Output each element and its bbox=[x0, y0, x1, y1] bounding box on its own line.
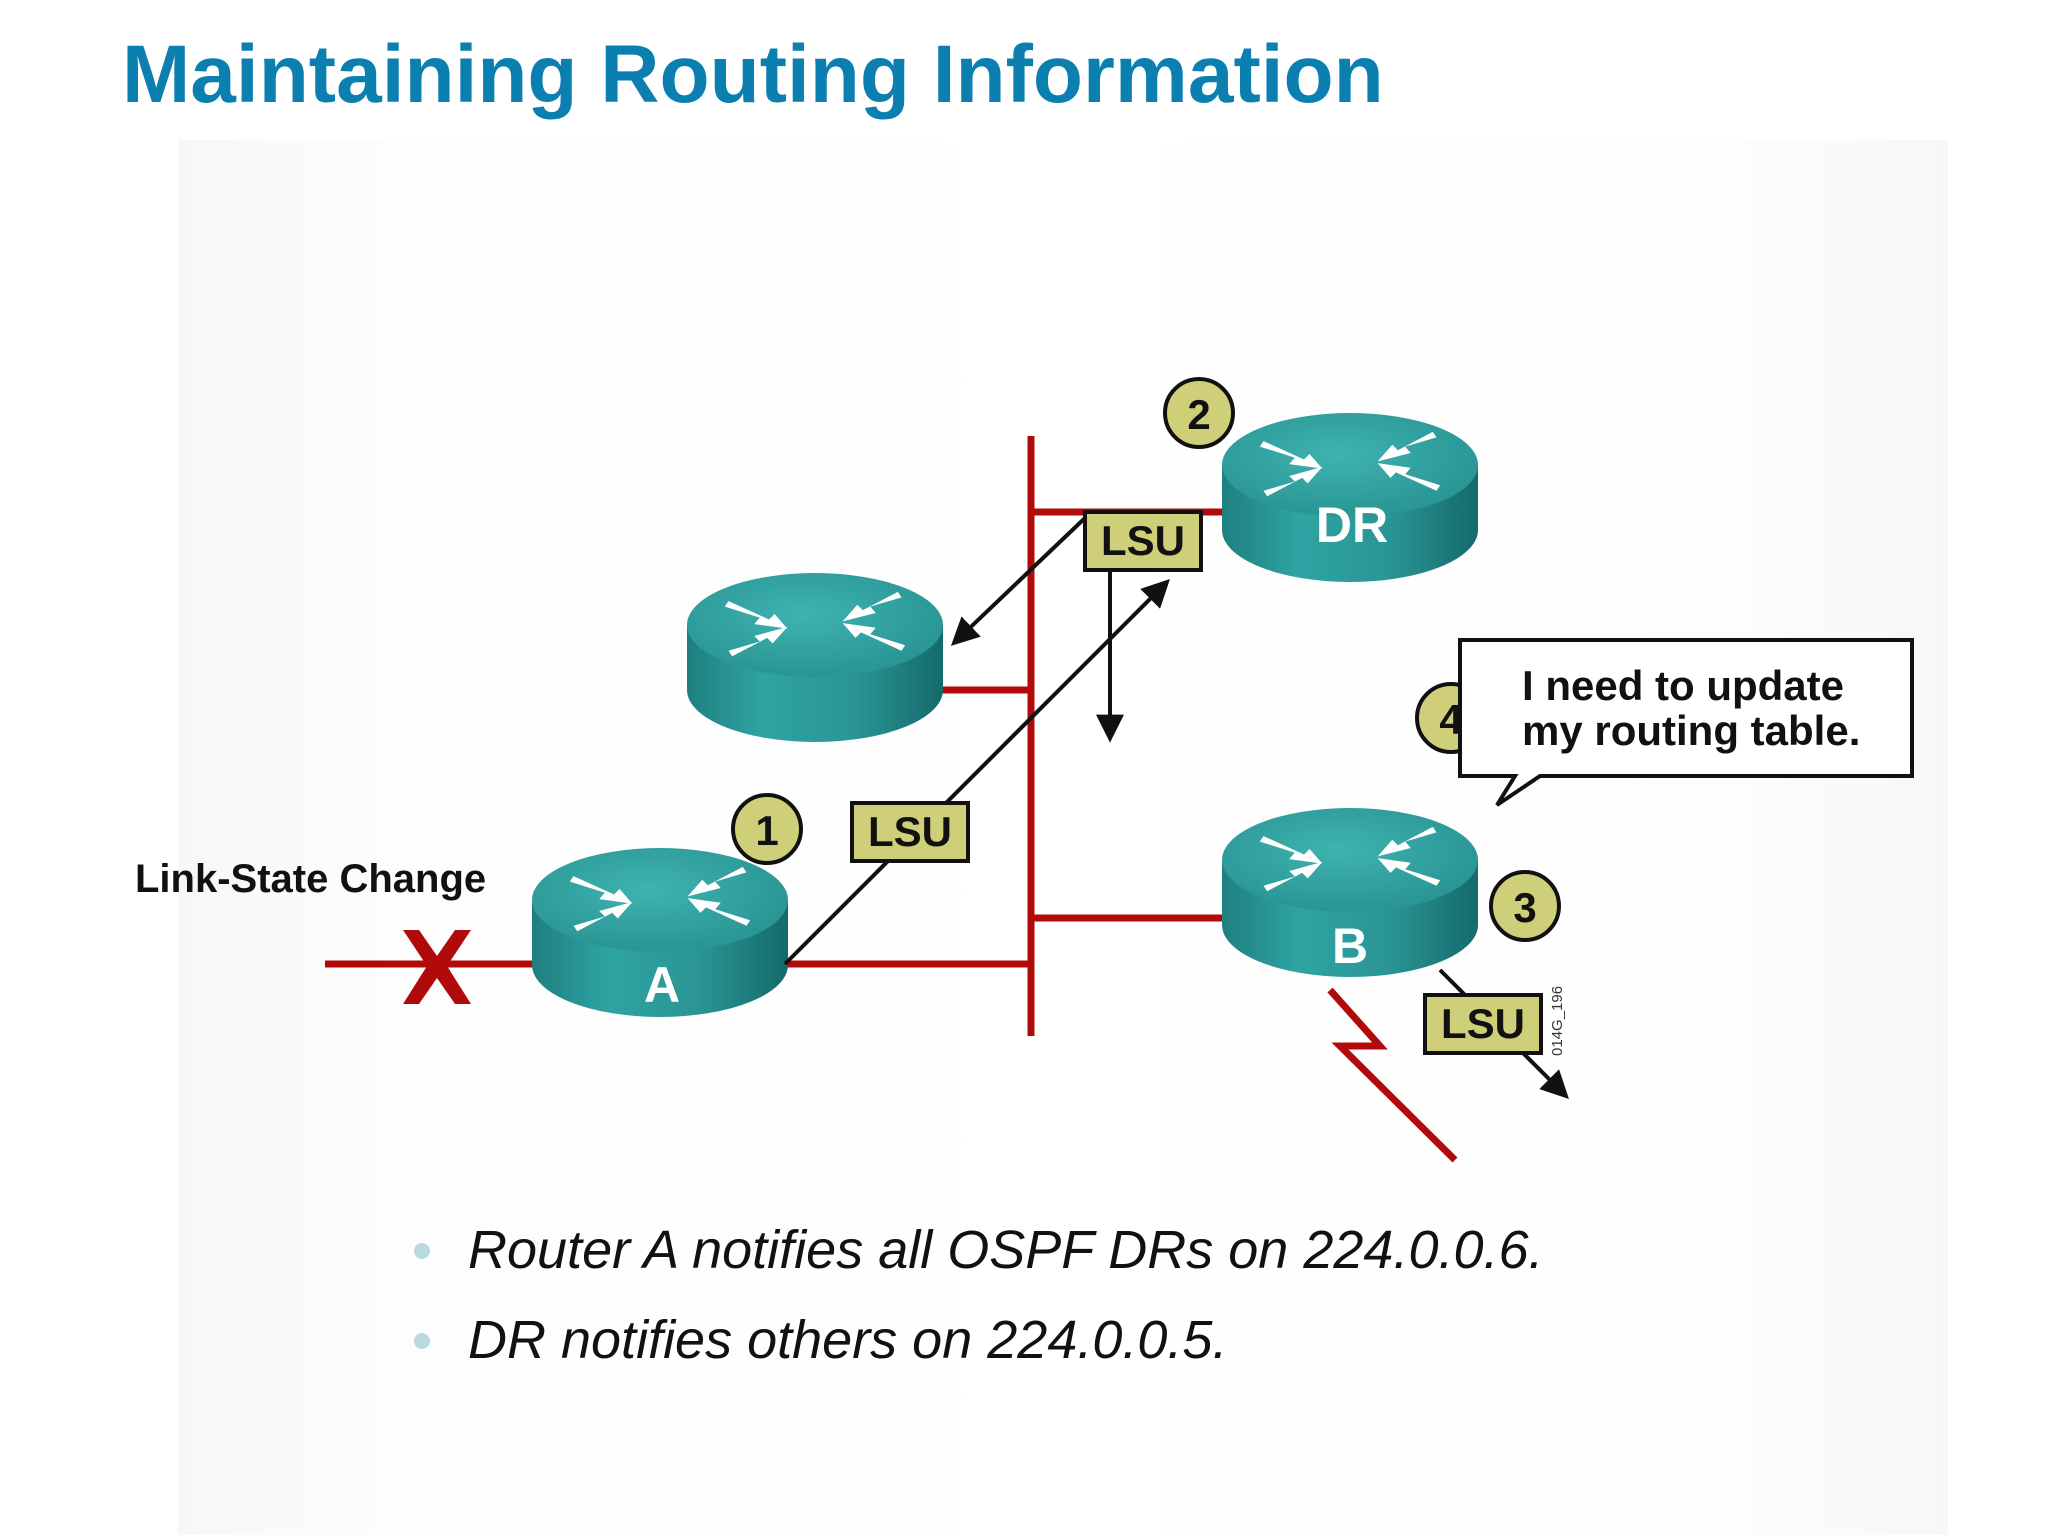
step-number-1: 1 bbox=[755, 807, 778, 854]
lsu-label-a: LSU bbox=[868, 808, 952, 855]
bullet-dot bbox=[414, 1243, 430, 1259]
link-failure-x-icon bbox=[403, 930, 471, 1004]
lsu-arrow-dr-to-router bbox=[950, 516, 1087, 646]
bullet-item-1: Router A notifies all OSPF DRs on 224.0.… bbox=[410, 1205, 1544, 1295]
step-number-3: 3 bbox=[1513, 884, 1536, 931]
router-dr: DR bbox=[1222, 413, 1478, 582]
diagram-background bbox=[178, 140, 1948, 1535]
lsu-label-dr: LSU bbox=[1101, 517, 1185, 564]
lsu-label-b: LSU bbox=[1441, 1000, 1525, 1047]
router-top-left bbox=[687, 573, 943, 742]
step-circle-1: 1 bbox=[731, 793, 803, 865]
link-state-change-label: Link-State Change bbox=[135, 857, 486, 901]
network-links bbox=[325, 436, 1458, 1163]
bullet-text-1: Router A notifies all OSPF DRs on 224.0.… bbox=[468, 1220, 1544, 1280]
router-a: A bbox=[532, 848, 788, 1017]
router-b: B bbox=[1222, 808, 1478, 977]
slide-title: Maintaining Routing Information bbox=[122, 29, 1384, 120]
step-circle-3: 3 bbox=[1489, 870, 1561, 942]
speech-bubble-line-2: my routing table. bbox=[1522, 707, 1860, 754]
step-circle-2: 2 bbox=[1163, 377, 1235, 449]
router-a-label: A bbox=[644, 957, 680, 1013]
bullet-item-2: DR notifies others on 224.0.0.5. bbox=[410, 1295, 1544, 1385]
figure-id: 014G_196 bbox=[1549, 986, 1566, 1056]
bullet-dot bbox=[414, 1333, 430, 1349]
lsu-box-dr: LSU bbox=[1083, 510, 1203, 572]
bullet-text-2: DR notifies others on 224.0.0.5. bbox=[468, 1310, 1228, 1370]
lsu-box-b: LSU bbox=[1423, 993, 1543, 1055]
lsu-box-a: LSU bbox=[850, 801, 970, 863]
serial-link-b bbox=[1327, 987, 1458, 1163]
router-b-label: B bbox=[1332, 918, 1368, 974]
lsu-arrow-a-to-dr bbox=[783, 579, 1170, 966]
bullet-list: Router A notifies all OSPF DRs on 224.0.… bbox=[410, 1205, 1544, 1385]
speech-bubble-line-1: I need to update bbox=[1522, 662, 1844, 709]
router-dr-label: DR bbox=[1316, 497, 1388, 553]
step-number-2: 2 bbox=[1187, 391, 1210, 438]
speech-bubble: I need to update my routing table. bbox=[1458, 638, 1914, 807]
